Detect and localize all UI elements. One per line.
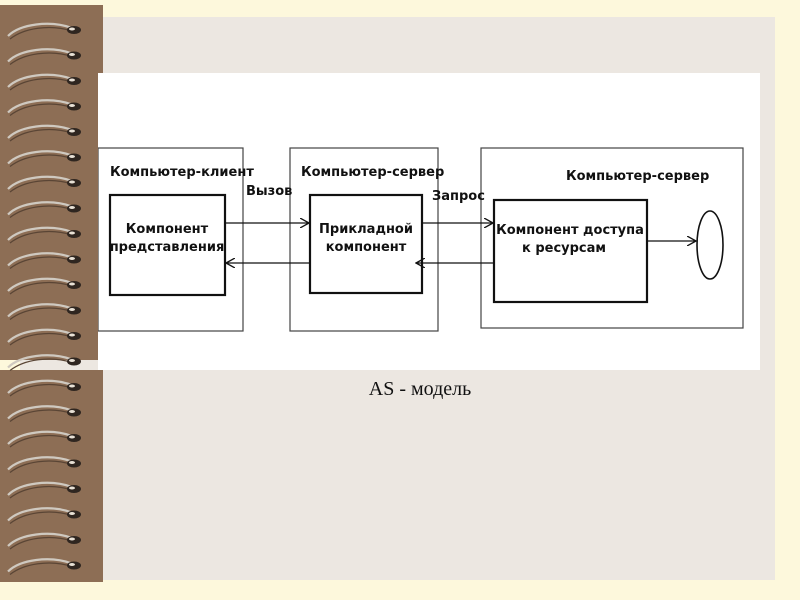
- diagram-caption: AS - модель: [368, 378, 472, 400]
- spiral-coil-icon: [7, 481, 81, 499]
- spiral-coil-icon: [7, 354, 81, 371]
- spiral-coil-icon: [7, 456, 81, 473]
- resource-access-component-box: [492, 198, 649, 304]
- client-computer-title: Компьютер-клиент: [110, 165, 254, 180]
- spiral-coil-icon: [7, 328, 81, 346]
- presentation-component-label-line2: представления: [110, 240, 225, 255]
- spiral-coil-icon: [7, 22, 81, 40]
- application-server-box: [289, 147, 439, 332]
- resource-server-title: Компьютер-сервер: [566, 169, 709, 184]
- spiral-coil-icon: [7, 226, 81, 244]
- spiral-coil-icon: [7, 303, 81, 320]
- spiral-coil-icon: [7, 558, 81, 575]
- diagram-panel: Компьютер-клиент Компонент представления…: [98, 73, 760, 370]
- spiral-binding: [7, 22, 81, 575]
- spiral-coil-icon: [7, 532, 81, 550]
- spiral-coil-icon: [7, 379, 81, 397]
- call-label: Вызов: [246, 184, 292, 199]
- spiral-coil-icon: [7, 150, 81, 167]
- resource-server-box: [480, 147, 744, 329]
- spiral-coil-icon: [7, 175, 81, 193]
- presentation-component-box: [108, 193, 227, 297]
- client-computer-box: [98, 147, 244, 332]
- spiral-coil-icon: [7, 201, 81, 218]
- resource-ellipse: [696, 210, 724, 280]
- as-model-diagram: Компьютер-клиент Компонент представления…: [98, 147, 744, 332]
- spiral-coil-icon: [7, 124, 81, 142]
- request-label: Запрос: [432, 189, 485, 204]
- spiral-coil-icon: [7, 48, 81, 65]
- spiral-coil-icon: [7, 252, 81, 269]
- presentation-component-label-line1: Компонент: [126, 222, 209, 237]
- spiral-coil-icon: [7, 277, 81, 295]
- resource-access-component-label-line1: Компонент доступа: [496, 223, 644, 238]
- application-component-label-line1: Прикладной: [319, 222, 413, 237]
- application-component-label-line2: компонент: [326, 240, 407, 255]
- spiral-coil-icon: [7, 73, 81, 91]
- resource-access-component-label-line2: к ресурсам: [522, 241, 606, 256]
- spiral-coil-icon: [7, 507, 81, 524]
- spiral-coil-icon: [7, 405, 81, 422]
- spiral-coil-icon: [7, 430, 81, 448]
- application-server-title: Компьютер-сервер: [301, 165, 444, 180]
- spiral-coil-icon: [7, 99, 81, 116]
- application-component-box: [308, 193, 424, 295]
